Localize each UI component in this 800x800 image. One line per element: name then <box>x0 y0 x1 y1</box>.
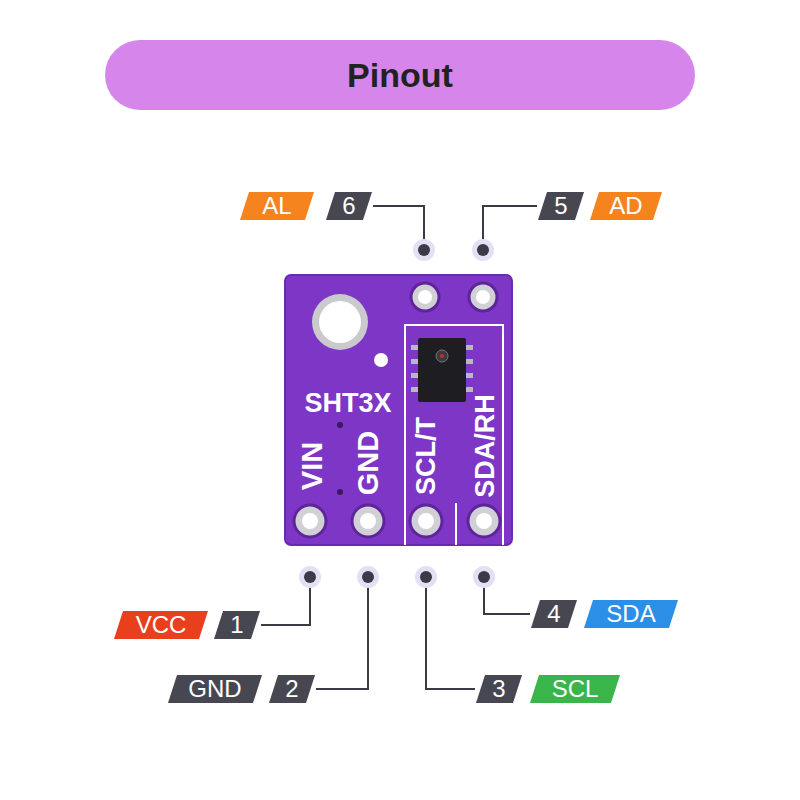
pin-name: VCC <box>114 611 208 639</box>
mounting-hole-center <box>319 301 361 343</box>
leader-lines <box>261 206 537 689</box>
silkscreen-outline <box>405 325 503 545</box>
leader-dots <box>299 239 495 588</box>
pin-number: 1 <box>214 611 260 639</box>
mounting-hole <box>312 294 368 350</box>
solder-pads <box>294 283 500 537</box>
pin-silkscreen: VIN <box>298 442 327 490</box>
pin-number: 3 <box>476 675 522 703</box>
fiducial-dot <box>374 353 388 367</box>
pin-name: AL <box>240 192 314 220</box>
pin-number: 6 <box>326 192 372 220</box>
pin-name: AD <box>590 192 662 220</box>
via-dot <box>337 489 343 495</box>
pin-number: 5 <box>538 192 584 220</box>
pin-silkscreen: GND <box>354 431 383 495</box>
title: Pinout <box>347 56 453 95</box>
pin-name: GND <box>168 675 262 703</box>
board-name: SHT3X <box>304 390 391 417</box>
via-dot <box>337 422 343 428</box>
pin-silkscreen: SCL/T <box>413 417 440 495</box>
title-pill: Pinout <box>105 40 695 110</box>
pin-number: 4 <box>531 600 577 628</box>
pin-silkscreen: SDA/RH <box>472 394 499 498</box>
pcb-board <box>285 275 512 545</box>
pin-name: SCL <box>530 675 620 703</box>
pin-name: SDA <box>584 600 678 628</box>
silkscreen-divider <box>455 503 457 545</box>
sensor-chip <box>411 338 473 402</box>
pin-number: 2 <box>269 675 315 703</box>
